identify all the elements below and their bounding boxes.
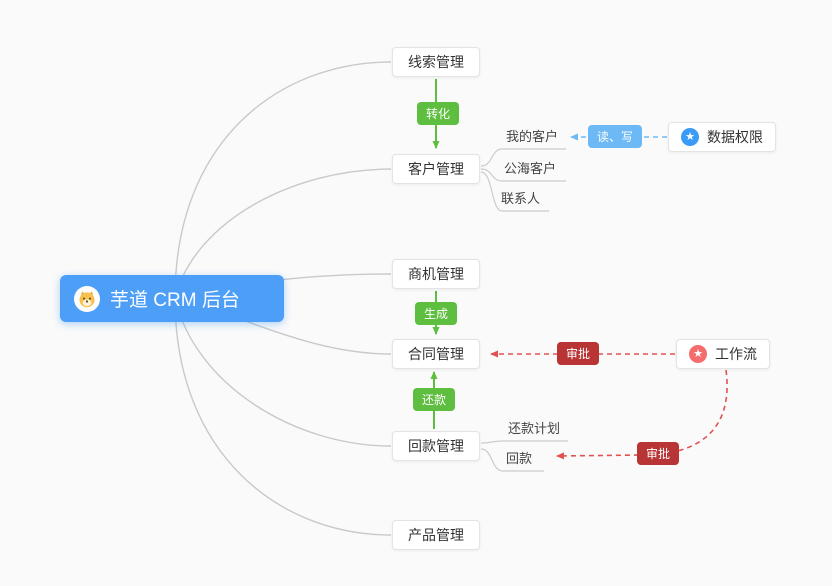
edge-label-generate: 生成	[415, 302, 458, 325]
leaf-my-customers[interactable]: 我的客户	[506, 129, 559, 144]
edge-label-read-write: 读、写	[588, 125, 643, 148]
star-icon: ★	[681, 128, 699, 146]
edge-receivable-plan	[480, 440, 568, 444]
node-data-permission[interactable]: ★ 数据权限	[668, 122, 776, 152]
node-leads-management[interactable]: 线索管理	[392, 47, 480, 77]
edge-customer-my	[480, 148, 566, 167]
edge-root-leads	[174, 61, 392, 299]
edge-label-approve-receivable: 审批	[637, 442, 680, 465]
star-icon: ★	[689, 345, 707, 363]
edge-label-approve-contract: 审批	[557, 342, 600, 365]
shiba-avatar-icon	[74, 285, 100, 312]
edge-customer-public	[480, 168, 566, 182]
leaf-contacts[interactable]: 联系人	[501, 191, 541, 206]
edge-receivable-payment	[480, 448, 544, 472]
root-label: 芋道 CRM 后台	[110, 290, 240, 311]
leaf-public-customers[interactable]: 公海客户	[504, 161, 557, 176]
edge-customer-contact	[480, 171, 549, 212]
node-receivable-management[interactable]: 回款管理	[392, 431, 480, 461]
leaf-payment[interactable]: 回款	[506, 451, 533, 466]
node-product-management[interactable]: 产品管理	[392, 520, 480, 550]
leaf-repayment-plan[interactable]: 还款计划	[508, 421, 561, 436]
node-contract-management[interactable]: 合同管理	[392, 339, 480, 369]
edge-root-receivable	[174, 297, 392, 447]
node-customer-management[interactable]: 客户管理	[392, 154, 480, 184]
edge-label-convert: 转化	[417, 102, 460, 125]
arrow-workflow-to-payment	[556, 369, 728, 460]
star-glyph: ★	[685, 130, 695, 143]
edge-root-product	[174, 297, 392, 536]
root-node-crm[interactable]: 芋道 CRM 后台	[60, 275, 284, 322]
data-permission-label: 数据权限	[707, 129, 763, 145]
node-workflow[interactable]: ★ 工作流	[676, 339, 770, 369]
workflow-label: 工作流	[715, 346, 757, 362]
edge-label-repay: 还款	[413, 388, 456, 411]
edge-root-customer	[174, 168, 392, 299]
node-opportunity-management[interactable]: 商机管理	[392, 259, 480, 289]
star-glyph: ★	[693, 347, 703, 360]
